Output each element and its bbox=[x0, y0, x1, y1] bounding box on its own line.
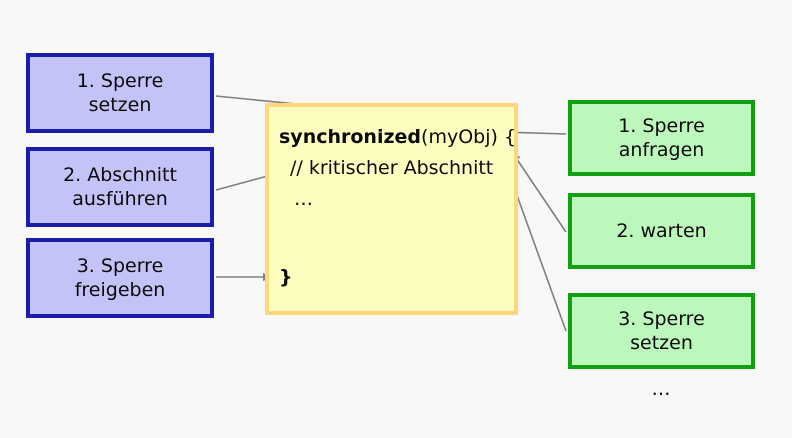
lock-box-wait[interactable]: 2. warten bbox=[568, 193, 755, 269]
lock-box-set[interactable]: 3. Sperre setzen bbox=[568, 293, 755, 369]
step-box-lock-set[interactable]: 1. Sperre setzen bbox=[26, 53, 214, 133]
connector-set-lock-to-code bbox=[509, 175, 567, 332]
lock-box-request-line1: 1. Sperre bbox=[618, 114, 705, 137]
lock-box-request-line2: anfragen bbox=[618, 139, 705, 161]
step-box-section-execute-line1: 2. Abschnitt bbox=[63, 163, 177, 186]
code-line-synchronized-header: synchronized(myObj) { bbox=[279, 128, 516, 147]
code-arguments-myobj: (myObj) { bbox=[421, 126, 517, 148]
step-box-lock-set-line1: 1. Sperre bbox=[76, 69, 164, 92]
step-box-section-execute[interactable]: 2. Abschnitt ausführen bbox=[26, 147, 214, 227]
lock-box-set-line2: setzen bbox=[630, 332, 693, 354]
code-block-synchronized: synchronized(myObj) { // kritischer Absc… bbox=[265, 103, 518, 315]
code-line-closing-brace: } bbox=[279, 266, 293, 288]
lock-sequence-ellipsis: … bbox=[651, 378, 672, 400]
step-box-lock-release-line1: 3. Sperre bbox=[76, 254, 164, 277]
step-box-lock-set-line2: setzen bbox=[88, 94, 152, 116]
lock-box-wait-line1: 2. warten bbox=[616, 219, 707, 242]
step-box-lock-release[interactable]: 3. Sperre freigeben bbox=[26, 238, 214, 318]
code-keyword-synchronized: synchronized bbox=[279, 126, 422, 148]
code-line-comment: // kritischer Abschnitt bbox=[290, 157, 494, 179]
code-line-ellipsis: … bbox=[294, 188, 313, 210]
lock-box-set-line1: 3. Sperre bbox=[618, 307, 705, 330]
connector-wait-to-code bbox=[511, 151, 567, 233]
lock-box-request[interactable]: 1. Sperre anfragen bbox=[568, 100, 755, 176]
step-box-lock-release-line2: freigeben bbox=[74, 279, 166, 301]
step-box-section-execute-line2: ausführen bbox=[72, 188, 168, 210]
